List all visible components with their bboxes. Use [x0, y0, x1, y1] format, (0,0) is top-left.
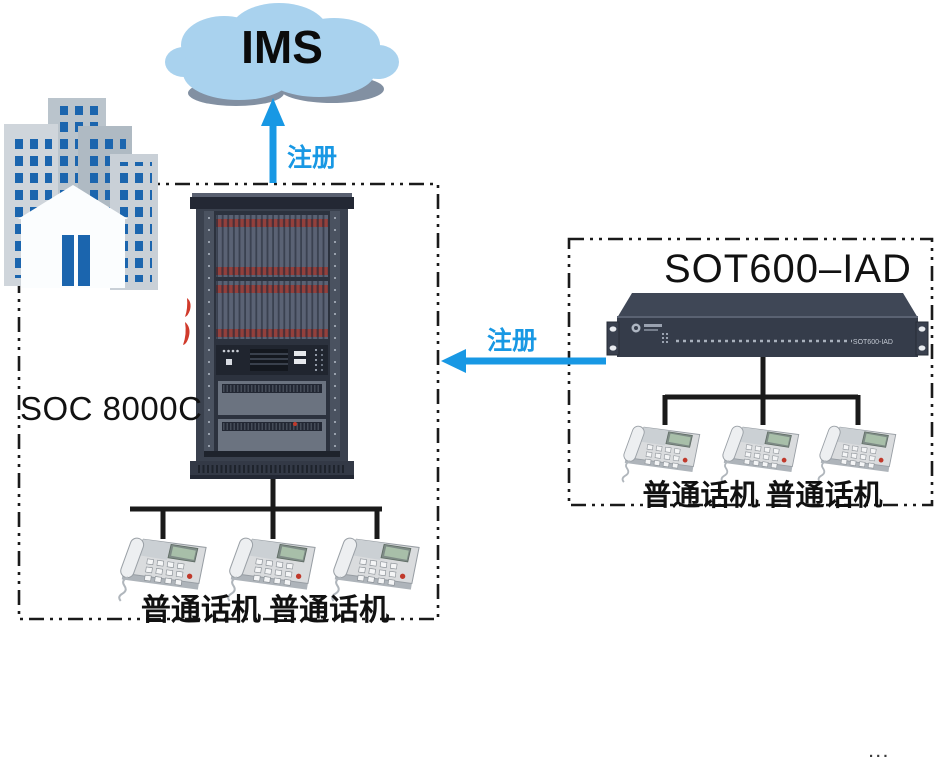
phone-icon	[817, 425, 897, 483]
right-phones-label: 普通话机 普通话机	[642, 480, 883, 512]
right-phone-bus	[662, 356, 861, 425]
register-up-label: 注册	[287, 144, 338, 172]
rack-red-mark-icon	[183, 298, 191, 345]
iad-group-border	[567, 237, 934, 507]
phone-icon	[720, 425, 800, 483]
left-phone-bus	[130, 478, 382, 539]
phone-slot-right-2	[716, 419, 812, 483]
phone-slot-left-3	[328, 530, 432, 602]
register-up-arrow-icon	[261, 98, 285, 183]
phone-icon	[621, 425, 701, 483]
phone-slot-right-1	[617, 419, 713, 483]
iad-device-print: SOT600-IAD	[853, 339, 893, 346]
phone-slot-right-3	[813, 419, 909, 483]
iad-device-icon: SOT600-IAD	[606, 293, 929, 357]
footer-ellipsis: ...	[869, 744, 891, 761]
office-building-icon	[4, 98, 158, 290]
iad-title: SOT600–IAD	[664, 247, 912, 291]
phone-icon	[118, 537, 207, 602]
register-left-arrow-icon	[441, 349, 606, 373]
soc-group-border	[17, 182, 440, 621]
phone-slot-left-1	[115, 530, 219, 602]
soc-rack-icon	[190, 193, 354, 479]
register-left-label: 注册	[487, 327, 538, 355]
phone-icon	[227, 537, 316, 602]
ims-label: IMS	[241, 21, 323, 73]
soc-title: SOC 8000C	[20, 390, 203, 427]
left-phones-label: 普通话机 普通话机	[140, 594, 390, 627]
phone-icon	[331, 537, 420, 602]
phone-slot-left-2	[224, 530, 328, 602]
ims-cloud-icon: IMS	[165, 3, 399, 106]
